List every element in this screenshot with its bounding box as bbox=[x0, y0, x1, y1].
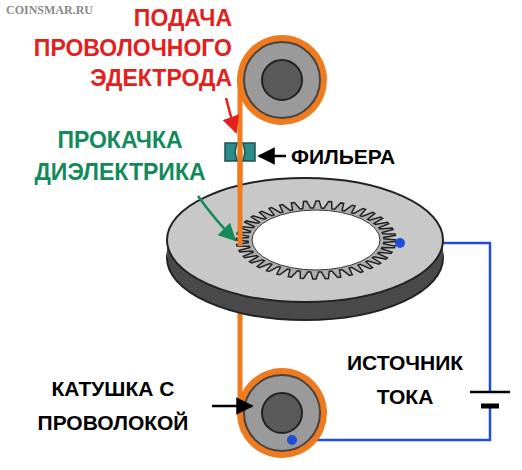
leader-arrow bbox=[198, 196, 235, 240]
workpiece bbox=[167, 178, 443, 320]
wire-electrode bbox=[238, 150, 243, 246]
feed-label: ПОДАЧА ПРОВОЛОЧНОГО ЭДЕКТРОДА bbox=[10, 3, 232, 93]
wire-guide-die bbox=[225, 143, 255, 161]
source-label: ИСТОЧНИК ТОКА bbox=[330, 346, 480, 414]
battery-symbol bbox=[470, 392, 510, 406]
top-spool bbox=[237, 35, 327, 125]
terminal-dot bbox=[395, 238, 405, 248]
gear-teeth bbox=[236, 201, 396, 279]
wire-spool bbox=[237, 368, 327, 458]
leader-arrow bbox=[259, 155, 286, 158]
terminal-dot bbox=[287, 435, 297, 445]
leader-arrow bbox=[212, 405, 252, 408]
flush-label: ПРОКАЧКА ДИЭЛЕКТРИКА bbox=[20, 124, 220, 188]
leader-arrow bbox=[226, 98, 236, 132]
die-label: ФИЛЬЕРА bbox=[291, 144, 461, 170]
spool-label: КАТУШКА С ПРОВОЛОКОЙ bbox=[8, 372, 218, 440]
